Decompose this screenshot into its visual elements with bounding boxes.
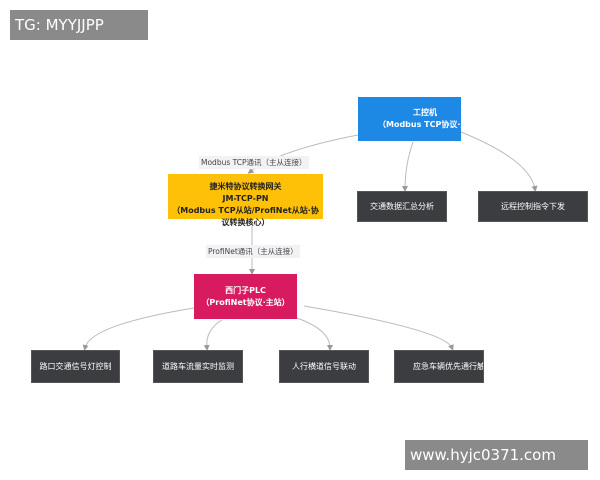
edge-plc-1: [82, 307, 195, 351]
emergency-label: 应急车辆优先通行触: [413, 361, 484, 371]
gateway-sub2: 议转换核心）: [221, 218, 270, 227]
watermark-bottom-right: www.hyjc0371.com: [405, 440, 588, 470]
node-gateway: 捷米特协议转换网关 JM-TCP-PN （Modbus TCP从站/ProfiN…: [168, 174, 323, 227]
modbus-edge-label: Modbus TCP通讯（主从连接）: [199, 156, 309, 169]
node-analysis: 交通数据汇总分析: [357, 191, 447, 222]
analysis-label: 交通数据汇总分析: [370, 201, 434, 211]
node-traffic-monitor: 道路车流量实时监测: [153, 350, 243, 383]
edge-ipc-remote: [460, 131, 538, 192]
edge-plc-3: [296, 317, 333, 351]
gateway-model: JM-TCP-PN: [222, 194, 269, 203]
remote-control-label: 远程控制指令下发: [501, 201, 565, 211]
node-plc: 西门子PLC （ProfiNet协议·主站）: [194, 274, 297, 319]
crosswalk-label: 人行横道信号联动: [292, 361, 356, 371]
node-emergency: 应急车辆优先通行触: [394, 350, 484, 383]
node-signal-control: 路口交通信号灯控制: [31, 350, 120, 383]
signal-control-label: 路口交通信号灯控制: [39, 361, 112, 371]
traffic-monitor-label: 道路车流量实时监测: [162, 361, 234, 371]
gateway-sub1: （Modbus TCP从站/ProfiNet从站·协: [172, 206, 319, 215]
gateway-title: 捷米特协议转换网关: [209, 182, 282, 191]
node-ipc: 工控机 （Modbus TCP协议·主站: [358, 97, 461, 141]
ipc-title: 工控机: [413, 108, 437, 117]
edge-plc-4: [303, 305, 454, 351]
plc-title: 西门子PLC: [225, 285, 266, 295]
ipc-sub: （Modbus TCP协议·主站: [378, 120, 461, 129]
edge-ipc-analysis: [402, 141, 414, 192]
watermark-top-left: TG: MYYJJPP: [10, 10, 148, 40]
node-crosswalk: 人行横道信号联动: [279, 350, 369, 383]
plc-sub: （ProfiNet协议·主站）: [201, 297, 290, 307]
node-remote-control: 远程控制指令下发: [478, 191, 588, 222]
edge-plc-2: [203, 319, 223, 351]
profinet-edge-label: ProfiNet通讯（主从连接）: [206, 245, 300, 258]
